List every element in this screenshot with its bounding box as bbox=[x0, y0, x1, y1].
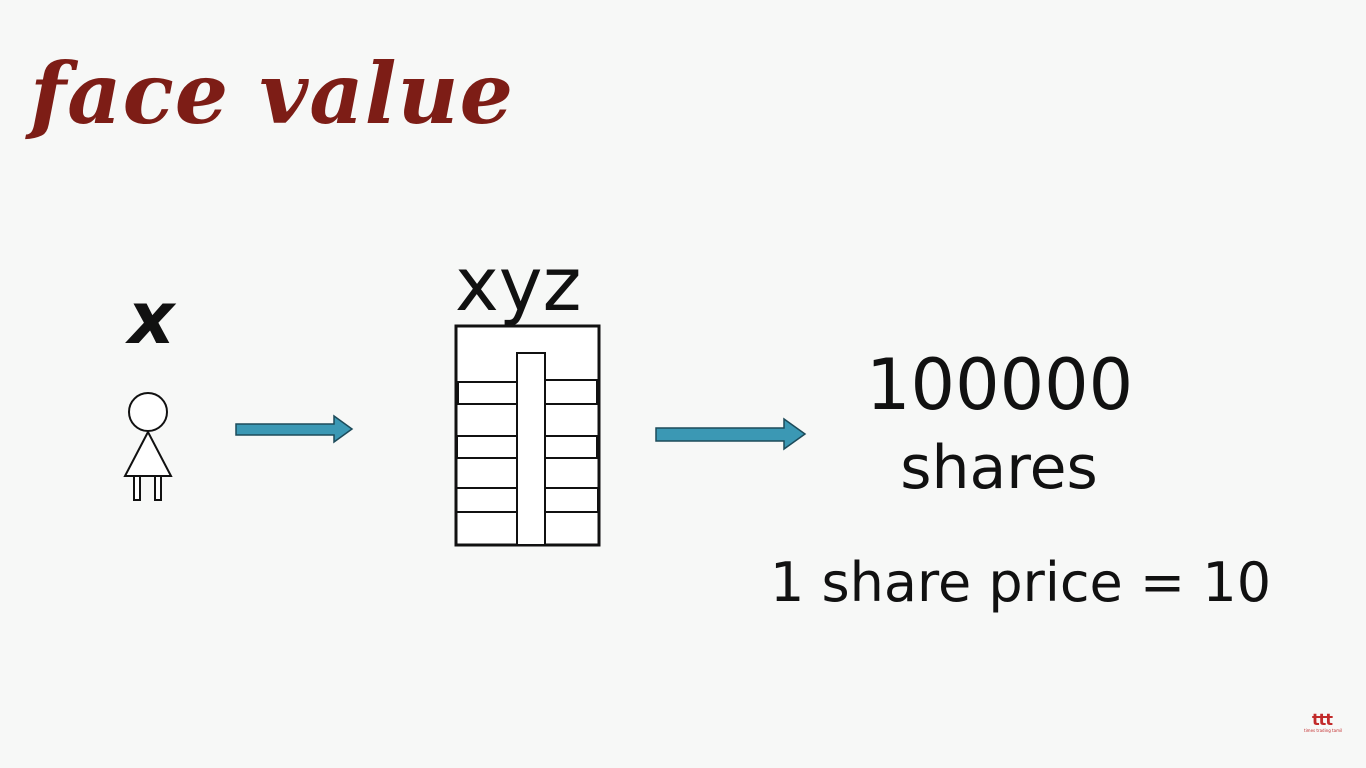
arrow-company-to-shares bbox=[655, 417, 807, 451]
person-icon bbox=[123, 392, 173, 501]
watermark-tagline: times trading tamil bbox=[1304, 728, 1343, 733]
watermark-logo: ttt bbox=[1312, 710, 1333, 729]
shares-count: 100000 bbox=[866, 344, 1134, 426]
arrow-person-to-company bbox=[235, 414, 354, 444]
person-label: x bbox=[128, 276, 175, 360]
page-title: face value bbox=[30, 44, 515, 143]
shares-word: shares bbox=[900, 433, 1098, 503]
share-price-line: 1 share price = 10 bbox=[770, 551, 1272, 614]
channel-watermark: ttt times trading tamil bbox=[1304, 710, 1343, 733]
company-label: xyz bbox=[455, 242, 582, 328]
building-icon bbox=[454, 324, 601, 547]
